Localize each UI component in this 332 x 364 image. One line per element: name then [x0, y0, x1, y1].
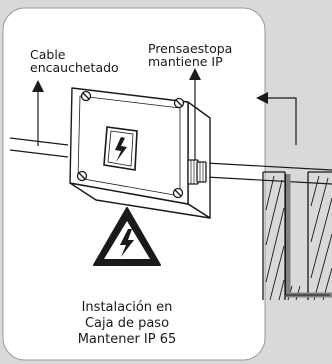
electrical-hazard-icon: [103, 126, 138, 171]
caption-line1: Instalación en: [81, 300, 173, 315]
gland-label-line2: mantiene IP: [148, 54, 223, 69]
cable-label: Cable encauchetado: [30, 48, 119, 74]
installation-caption: Instalación en Caja de paso Mantener IP …: [52, 300, 202, 348]
rubber-cable-right: [205, 162, 332, 185]
gland-label: Prensaestopa mantiene IP: [148, 42, 232, 68]
arrow-up-icon: [32, 80, 44, 146]
ground-rod: [285, 174, 332, 298]
ground-cross-section: [262, 171, 332, 301]
caption-line2: Caja de paso: [84, 316, 170, 331]
ground-rod-edge: [285, 174, 330, 296]
cable-label-line1: Cable: [30, 47, 66, 62]
gland-label-line1: Prensaestopa: [148, 41, 233, 56]
cable-gland: [187, 159, 207, 185]
lid-screws: [76, 90, 185, 199]
rubber-cable-left: [9, 137, 69, 158]
gland-pointer-arrow: [189, 68, 201, 160]
caption-line3: Mantener IP 65: [77, 332, 177, 347]
warning-triangle-icon: [93, 207, 161, 266]
cable-label-line2: encauchetado: [30, 60, 119, 75]
arrow-left-icon: [256, 92, 297, 145]
